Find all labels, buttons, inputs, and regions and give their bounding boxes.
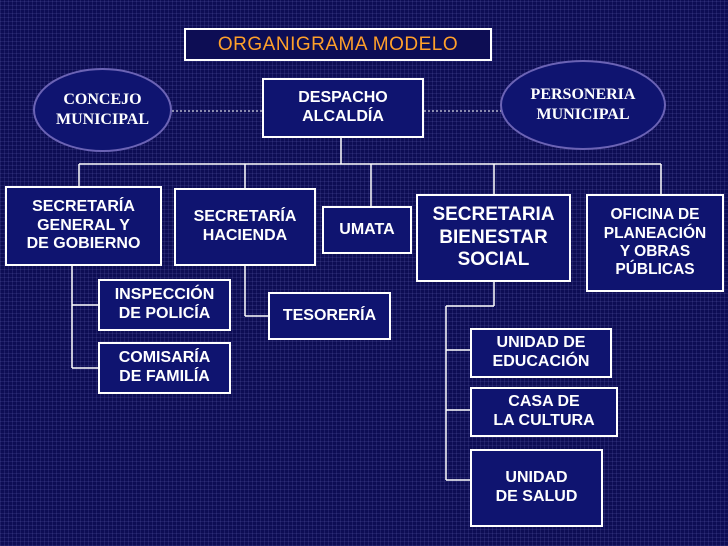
node-casa-cultura: CASA DE LA CULTURA <box>470 387 618 437</box>
node-personeria-municipal: PERSONERIA MUNICIPAL <box>500 60 666 150</box>
chart-title: ORGANIGRAMA MODELO <box>184 28 492 61</box>
node-unidad-educacion: UNIDAD DE EDUCACIÓN <box>470 328 612 378</box>
node-secretaria-bienestar: SECRETARIA BIENESTAR SOCIAL <box>416 194 571 282</box>
node-inspeccion-policia: INSPECCIÓN DE POLICÍA <box>98 279 231 331</box>
node-oficina-planeacion: OFICINA DE PLANEACIÓN Y OBRAS PÚBLICAS <box>586 194 724 292</box>
node-umata: UMATA <box>322 206 412 254</box>
node-unidad-salud: UNIDAD DE SALUD <box>470 449 603 527</box>
node-concejo-municipal: CONCEJO MUNICIPAL <box>33 68 172 152</box>
node-despacho-alcaldia: DESPACHO ALCALDÍA <box>262 78 424 138</box>
node-tesoreria: TESORERÍA <box>268 292 391 340</box>
node-comisaria-familia: COMISARÍA DE FAMILÍA <box>98 342 231 394</box>
node-secretaria-hacienda: SECRETARÍA HACIENDA <box>174 188 316 266</box>
node-secretaria-general: SECRETARÍA GENERAL Y DE GOBIERNO <box>5 186 162 266</box>
